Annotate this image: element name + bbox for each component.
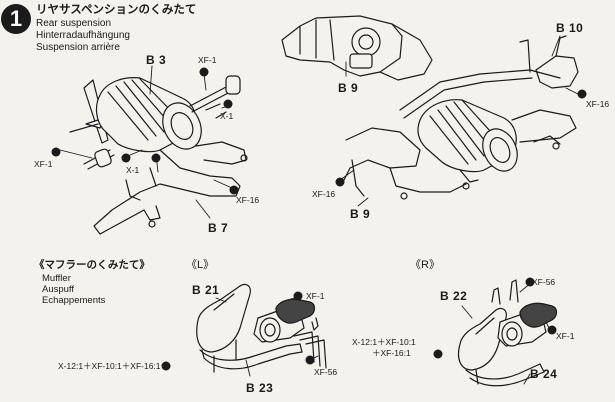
label-xf1-c: XF-1	[306, 291, 325, 301]
label-b3: B 3	[146, 53, 167, 67]
label-b9-bottom: B 9	[350, 207, 371, 221]
muffler-title-en: Muffler	[42, 273, 71, 284]
muffler-title-fr: Echappements	[42, 295, 106, 306]
label-xf56-b: XF-56	[532, 277, 556, 287]
rear-suspension-left-assembly	[69, 75, 248, 235]
muffler-title-de: Auspuff	[42, 284, 75, 295]
label-mix-right-1: X-12:1＋XF-10:1	[352, 337, 416, 347]
label-mix-right-2: ＋XF-16:1	[372, 348, 411, 358]
label-b9-top: B 9	[338, 81, 359, 95]
variant-right-label: 《R》	[410, 259, 440, 271]
label-xf1-d: XF-1	[556, 331, 575, 341]
muffler-right-assembly	[457, 279, 558, 387]
label-xf16-b: XF-16	[586, 99, 610, 109]
rear-title-en: Rear suspension	[36, 18, 112, 29]
label-xf1-a: XF-1	[198, 55, 217, 65]
muffler-left-assembly	[196, 283, 327, 373]
label-xf16-a: XF-16	[236, 195, 260, 205]
muffler-title-jp: 《マフラーのくみたて》	[34, 259, 150, 271]
paint-dots	[51, 67, 587, 371]
label-b10: B 10	[556, 21, 584, 35]
label-b22: B 22	[440, 289, 468, 303]
label-x1-b: X-1	[126, 165, 140, 175]
variant-left-label: 《L》	[186, 259, 215, 271]
rear-title-jp: リヤサスペンションのくみたて	[36, 4, 197, 16]
label-mix-left: X-12:1＋XF-10:1＋XF-16:1	[58, 361, 161, 371]
label-b21: B 21	[192, 283, 220, 297]
label-xf16-c: XF-16	[312, 189, 336, 199]
label-b24: B 24	[530, 367, 558, 381]
label-xf56-a: XF-56	[314, 367, 338, 377]
rear-title-fr: Suspension arrière	[36, 42, 120, 53]
rear-suspension-right-assembly	[281, 15, 579, 200]
label-b7: B 7	[208, 221, 229, 235]
rear-title-de: Hinterradaufhängung	[36, 30, 130, 41]
label-x1-a: X-1	[220, 111, 234, 121]
step-number-badge: 1	[1, 4, 31, 34]
label-xf1-b: XF-1	[34, 159, 53, 169]
label-b23: B 23	[246, 381, 274, 395]
